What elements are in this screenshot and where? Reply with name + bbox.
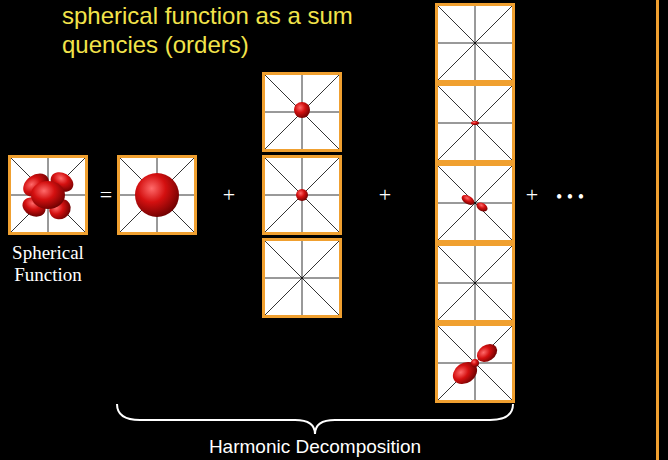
- function-frame: [10, 157, 87, 234]
- order-1-frame: [264, 74, 341, 151]
- brace: [117, 404, 513, 434]
- decomposition-label: Harmonic Decomposition: [209, 436, 421, 458]
- order-2-frame: [437, 165, 514, 242]
- heading-line: quencies (orders): [62, 31, 249, 59]
- order-0-frame: [119, 157, 196, 234]
- order-2-frame: [437, 325, 514, 402]
- order-2-frame: [437, 5, 514, 82]
- order-1-frame: [264, 157, 341, 234]
- plus-sign: +: [526, 182, 538, 207]
- heading-line: spherical function as a sum: [62, 2, 353, 30]
- function-label: Spherical Function: [3, 242, 93, 286]
- panel-rule: [656, 0, 659, 460]
- plus-sign: +: [223, 182, 235, 207]
- plus-sign: +: [379, 182, 391, 207]
- order-2-frame: [437, 85, 514, 162]
- equals-sign: =: [100, 182, 112, 207]
- order-1-frame: [264, 240, 341, 317]
- ellipsis: • • •: [556, 187, 584, 208]
- order-2-frame: [437, 245, 514, 322]
